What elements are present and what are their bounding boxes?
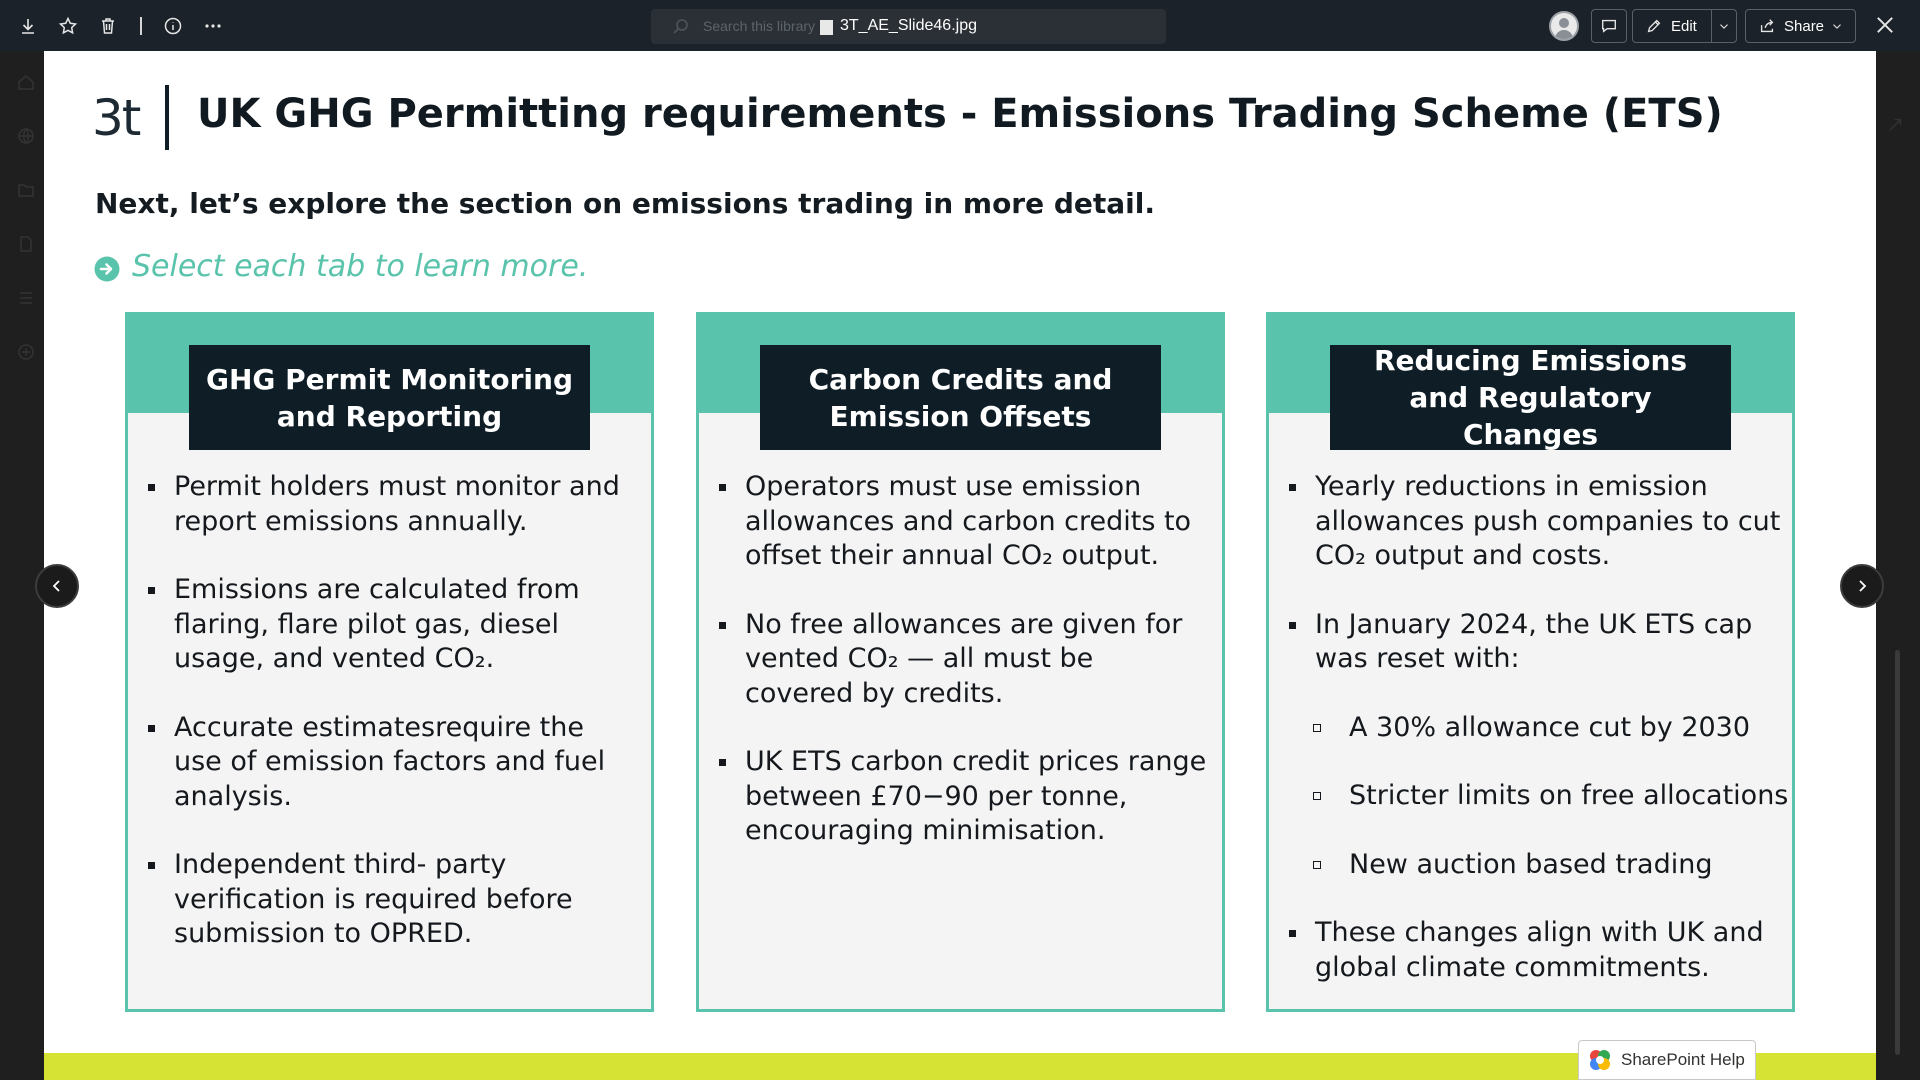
viewer-toolbar: Search this library 3T_AE_Slide46.jpg Ed… bbox=[0, 0, 1920, 51]
home-icon bbox=[18, 75, 34, 90]
pencil-icon bbox=[1647, 19, 1661, 33]
toolbar-divider bbox=[140, 17, 142, 35]
download-icon[interactable] bbox=[14, 12, 42, 40]
search-placeholder: Search this library bbox=[703, 18, 816, 34]
share-icon bbox=[1760, 19, 1774, 33]
chevron-down-icon bbox=[1833, 24, 1841, 29]
share-button[interactable]: Share bbox=[1745, 9, 1856, 43]
panel-carbon-credits: Carbon Credits and Emission Offsets Oper… bbox=[696, 312, 1225, 1012]
slide-title: UK GHG Permitting requirements - Emissio… bbox=[197, 91, 1723, 137]
globe-icon bbox=[18, 128, 34, 144]
scrollbar[interactable] bbox=[1895, 650, 1900, 1055]
list-icon bbox=[20, 292, 32, 304]
bullet-list: Permit holders must monitor and report e… bbox=[148, 470, 638, 986]
search-icon bbox=[673, 19, 688, 34]
list-item: No free allowances are given for vented … bbox=[719, 608, 1209, 712]
list-item: Operators must use emission allowances a… bbox=[719, 470, 1209, 574]
sub-list-item: Stricter limits on free allocations bbox=[1289, 779, 1794, 814]
instruction-text: Select each tab to learn more. bbox=[132, 249, 589, 284]
list-item: Permit holders must monitor and report e… bbox=[148, 470, 638, 539]
image-file-icon bbox=[820, 20, 833, 35]
favorite-star-icon[interactable] bbox=[54, 12, 82, 40]
panel-reducing-emissions: Reducing Emissions and Regulatory Change… bbox=[1266, 312, 1795, 1012]
list-item: In January 2024, the UK ETS cap was rese… bbox=[1289, 608, 1794, 677]
comment-icon bbox=[1602, 19, 1616, 33]
expand-icon bbox=[1889, 118, 1902, 131]
panel-heading: GHG Permit Monitoring and Reporting bbox=[189, 345, 590, 450]
list-item: These changes align with UK and global c… bbox=[1289, 916, 1794, 985]
list-item: UK ETS carbon credit prices range betwee… bbox=[719, 745, 1209, 849]
comments-button[interactable] bbox=[1591, 9, 1627, 43]
sub-list-item: A 30% allowance cut by 2030 bbox=[1289, 711, 1794, 746]
list-item: Accurate estimatesrequire the use of emi… bbox=[148, 711, 638, 815]
folder-icon bbox=[18, 184, 34, 197]
sub-list-item: New auction based trading bbox=[1289, 848, 1794, 883]
chevron-down-icon bbox=[1720, 24, 1728, 29]
sharepoint-help-icon bbox=[1590, 1050, 1610, 1070]
panel-heading: Reducing Emissions and Regulatory Change… bbox=[1330, 344, 1731, 451]
add-circle-icon bbox=[18, 344, 34, 360]
page-icon bbox=[20, 236, 32, 252]
close-icon[interactable] bbox=[1873, 13, 1897, 37]
help-label: SharePoint Help bbox=[1621, 1050, 1745, 1069]
list-item: Yearly reductions in emission allowances… bbox=[1289, 470, 1794, 574]
next-button[interactable] bbox=[1840, 564, 1884, 608]
slide-footer-band bbox=[44, 1053, 1876, 1080]
info-icon[interactable] bbox=[159, 12, 187, 40]
share-label: Share bbox=[1784, 17, 1825, 35]
more-options-icon[interactable] bbox=[199, 12, 227, 40]
search-input[interactable]: Search this library 3T_AE_Slide46.jpg bbox=[651, 9, 1166, 44]
panel-heading: Carbon Credits and Emission Offsets bbox=[760, 345, 1161, 450]
list-item: Emissions are calculated from flaring, f… bbox=[148, 573, 638, 677]
arrow-right-circle-icon bbox=[94, 256, 120, 282]
sharepoint-help-button[interactable]: SharePoint Help bbox=[1578, 1040, 1756, 1080]
bullet-list: Operators must use emission allowances a… bbox=[719, 470, 1209, 883]
edit-dropdown-button[interactable] bbox=[1711, 9, 1737, 43]
user-avatar[interactable] bbox=[1549, 11, 1579, 41]
bullet-list: Yearly reductions in emission allowances… bbox=[1289, 470, 1794, 1019]
previous-button[interactable] bbox=[35, 564, 79, 608]
chevron-left-icon bbox=[52, 580, 60, 592]
slide-image: 3t UK GHG Permitting requirements - Emis… bbox=[44, 51, 1876, 1080]
company-logo: 3t bbox=[92, 89, 141, 147]
list-item: Independent third- party verification is… bbox=[148, 848, 638, 952]
delete-trash-icon[interactable] bbox=[94, 12, 122, 40]
logo-divider bbox=[165, 85, 169, 150]
intro-text: Next, let’s explore the section on emiss… bbox=[95, 187, 1155, 220]
panel-monitoring-reporting: GHG Permit Monitoring and Reporting Perm… bbox=[125, 312, 654, 1012]
edit-button[interactable]: Edit bbox=[1632, 9, 1712, 43]
edit-label: Edit bbox=[1671, 17, 1697, 35]
file-name: 3T_AE_Slide46.jpg bbox=[840, 17, 977, 34]
chevron-right-icon bbox=[1859, 580, 1867, 592]
